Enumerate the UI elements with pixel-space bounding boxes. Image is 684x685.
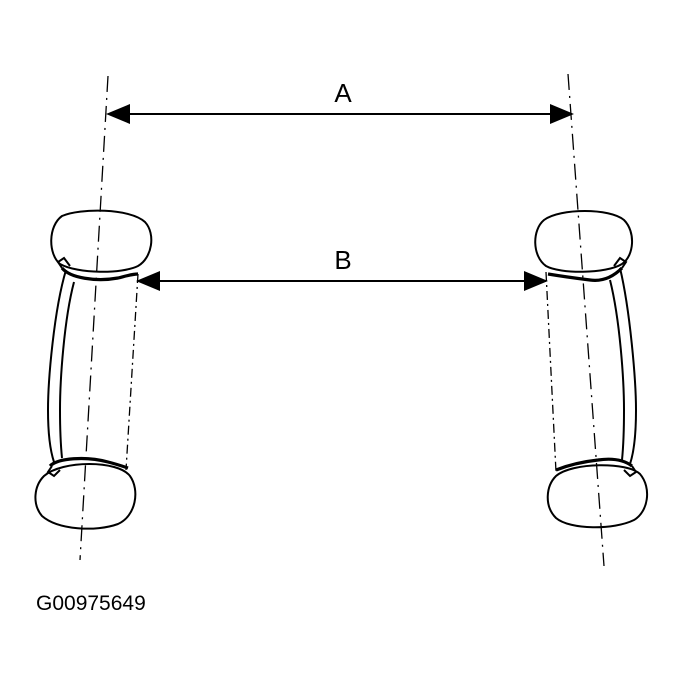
- right-wheel-outer: [619, 267, 638, 465]
- dimension-b-left-arrowhead: [136, 271, 160, 291]
- right-upper-tire: [534, 210, 633, 273]
- left-upper-tire: [50, 209, 153, 273]
- dimension-b-right-arrowhead: [524, 271, 548, 291]
- left-lower-clip: [46, 465, 61, 478]
- dimension-a-left-arrowhead: [106, 104, 130, 124]
- left-centerline: [79, 75, 109, 561]
- figure-code: G00975649: [36, 592, 146, 615]
- left-upper-band: [60, 266, 139, 282]
- right-upper-clip: [613, 256, 628, 269]
- dimension-a-right-arrowhead: [550, 104, 574, 124]
- dimension-b-label: B: [334, 245, 351, 275]
- dimension-a: A: [106, 78, 574, 124]
- left-lower-tire: [34, 463, 137, 530]
- left-lower-band: [48, 456, 129, 470]
- right-lower-band: [555, 457, 633, 472]
- left-wheel-inner: [58, 281, 75, 459]
- left-wheel-outer: [46, 269, 67, 463]
- right-lower-tire: [546, 464, 649, 529]
- right-wheel-assembly: [534, 210, 649, 529]
- dimension-a-label: A: [334, 78, 352, 108]
- left-wheel-assembly: [34, 209, 153, 530]
- dimension-b: B: [136, 245, 548, 291]
- right-upper-band: [547, 266, 624, 282]
- right-centerline: [567, 73, 605, 567]
- right-wheel-inner: [609, 279, 626, 461]
- right-wheel-center-chainline: [545, 271, 557, 473]
- right-lower-clip: [623, 465, 638, 478]
- left-wheel-center-chainline: [125, 273, 139, 471]
- left-upper-clip: [56, 256, 71, 269]
